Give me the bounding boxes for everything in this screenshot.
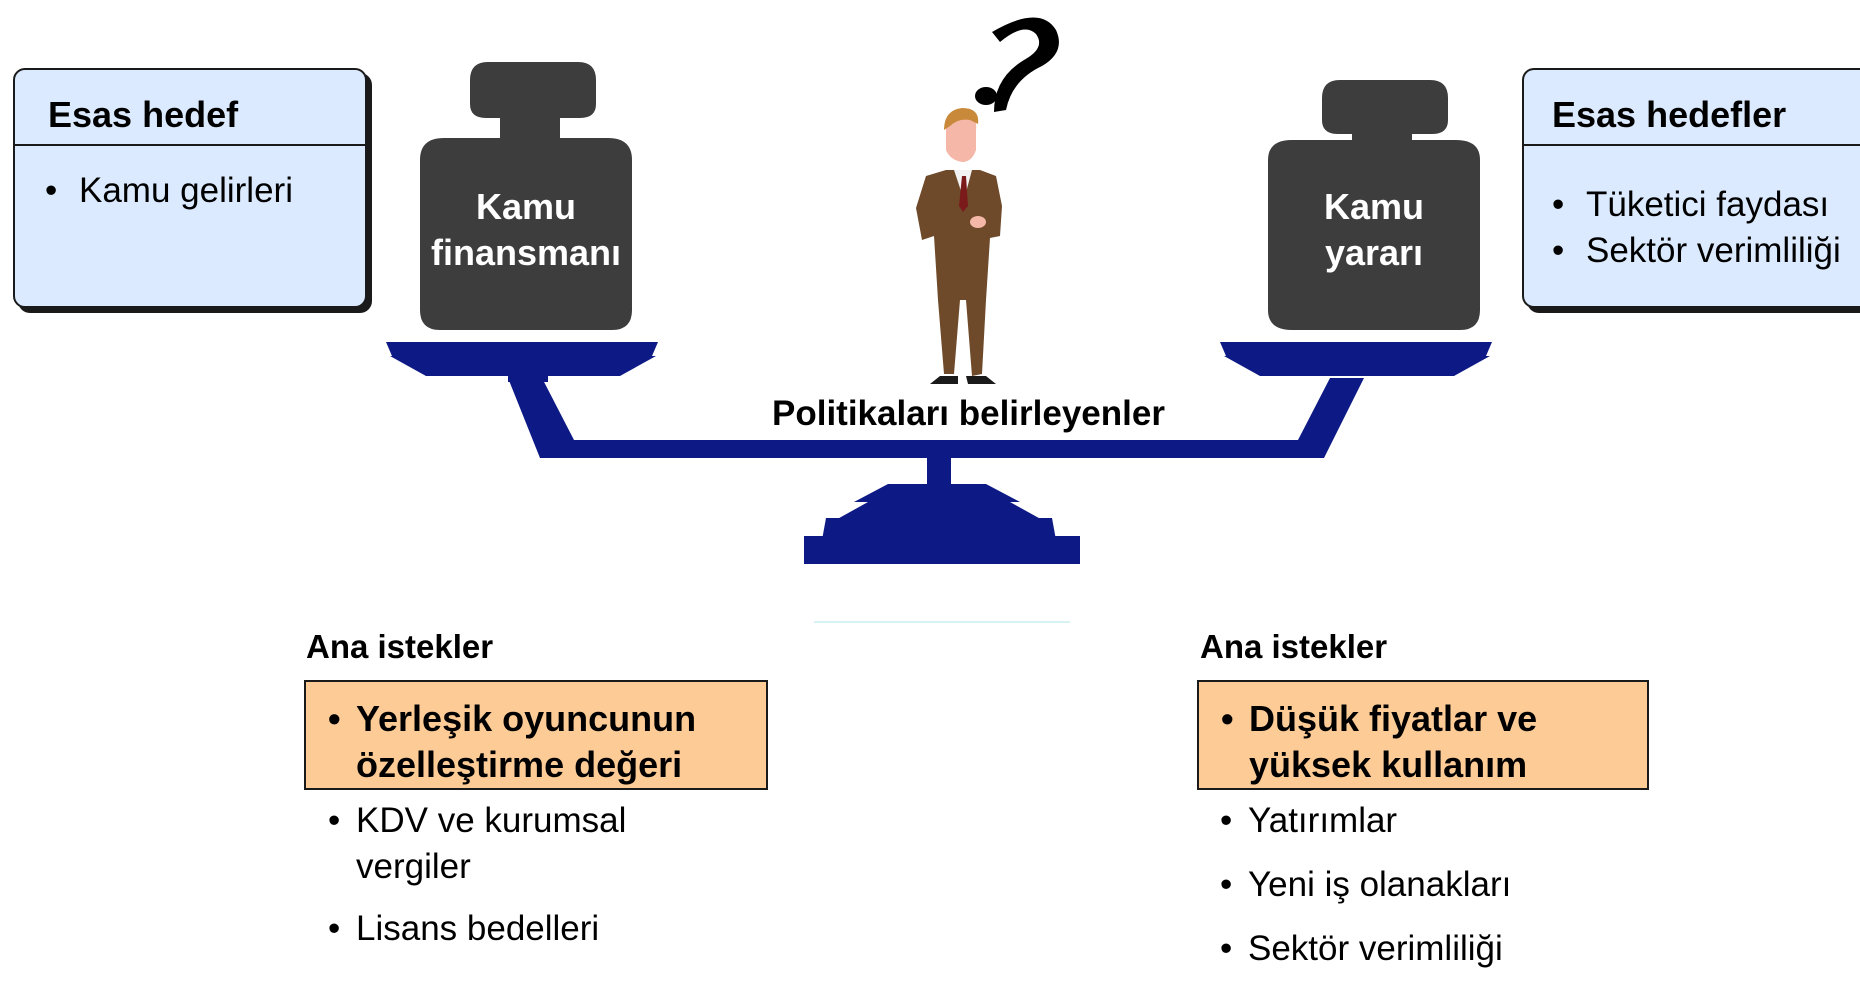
right-highlight-line2: yüksek kullanım <box>1249 744 1528 785</box>
right-weight-label-line2: yararı <box>1324 232 1424 273</box>
right-goal-item: Sektör verimliliği <box>1552 228 1860 274</box>
left-requests-heading: Ana istekler <box>306 628 494 665</box>
right-highlight-box: Düşük fiyatlar ve yüksek kullanım <box>1197 680 1649 790</box>
left-highlight-item: Yerleşik oyuncunun özelleştirme değeri <box>328 696 766 788</box>
right-requests-heading: Ana istekler <box>1200 628 1388 665</box>
left-weight-label: Kamu finansmanı <box>420 184 632 276</box>
right-goal-item: Tüketici faydası <box>1552 182 1860 228</box>
question-mark-icon <box>975 17 1059 112</box>
left-highlight-line1: Yerleşik oyuncunun <box>356 698 697 739</box>
left-goal-item: Kamu gelirleri <box>45 168 365 214</box>
right-request-item: Yeni iş olanakları <box>1220 862 1620 908</box>
right-goal-title: Esas hedefler <box>1524 70 1860 146</box>
left-request-line: vergiler <box>356 847 471 886</box>
right-highlight-line1: Düşük fiyatlar ve <box>1249 698 1538 739</box>
right-weight-label-line1: Kamu <box>1323 186 1425 227</box>
left-highlight-box: Yerleşik oyuncunun özelleştirme değeri <box>304 680 768 790</box>
right-request-line: Yatırımlar <box>1248 801 1398 840</box>
left-request-item: Lisans bedelleri <box>328 906 708 952</box>
right-request-item: Sektör verimliliği <box>1220 926 1620 972</box>
right-request-line: Yeni iş olanakları <box>1248 865 1512 904</box>
right-requests-list: Yatırımlar Yeni iş olanakları Sektör ver… <box>1220 798 1620 988</box>
scale-icon <box>386 342 1492 564</box>
left-goal-title: Esas hedef <box>15 70 365 146</box>
left-weight-icon <box>420 62 632 330</box>
right-weight-label: Kamu yararı <box>1268 184 1480 276</box>
right-highlight-item: Düşük fiyatlar ve yüksek kullanım <box>1221 696 1647 788</box>
left-request-line: Lisans bedelleri <box>356 909 600 948</box>
left-request-item: KDV ve kurumsal vergiler <box>328 798 708 890</box>
right-request-item: Yatırımlar <box>1220 798 1620 844</box>
left-requests-list: KDV ve kurumsal vergiler Lisans bedeller… <box>328 798 708 968</box>
right-goal-list: Tüketici faydası Sektör verimliliği <box>1524 146 1860 274</box>
right-weight-icon <box>1268 80 1480 330</box>
balance-scale-illustration <box>386 17 1492 623</box>
left-weight-label-line1: Kamu <box>475 186 577 227</box>
policy-makers-label: Politikaları belirleyenler <box>772 394 1165 433</box>
left-weight-label-line2: finansmanı <box>430 232 622 273</box>
left-request-line: KDV ve kurumsal <box>356 801 627 840</box>
policy-maker-person-icon <box>916 108 1002 384</box>
right-goal-box: Esas hedefler Tüketici faydası Sektör ve… <box>1522 68 1860 308</box>
left-goal-box: Esas hedef Kamu gelirleri <box>13 68 367 308</box>
right-request-line: Sektör verimliliği <box>1248 929 1503 968</box>
left-highlight-line2: özelleştirme değeri <box>356 744 683 785</box>
left-goal-list: Kamu gelirleri <box>15 146 365 214</box>
